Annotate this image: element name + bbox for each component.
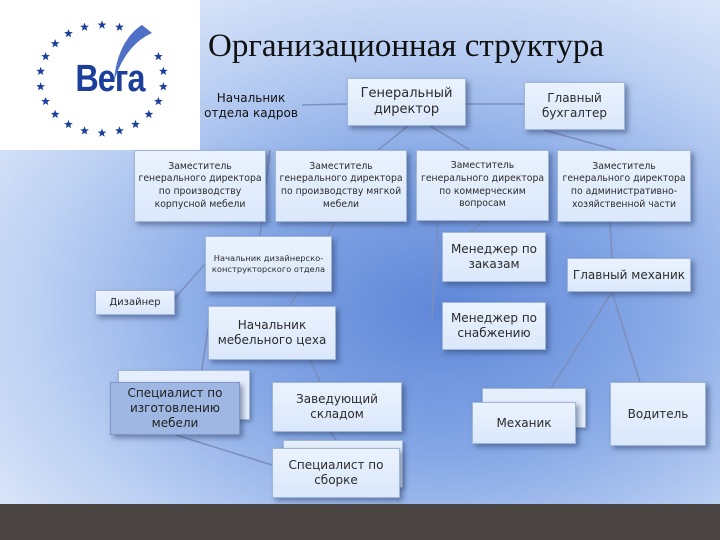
- box-deputy-cabinet-label: Заместитель генерального директора по пр…: [138, 160, 262, 210]
- logo-star-icon: [158, 66, 168, 76]
- box-mechanic-label: Механик: [496, 415, 552, 430]
- box-mechanic: Механик: [472, 402, 576, 444]
- box-supply-manager-label: Менеджер по снабжению: [450, 311, 538, 340]
- box-order-manager-label: Менеджер по заказам: [450, 242, 538, 271]
- logo-star-icon: [50, 109, 60, 119]
- box-furniture-specialist: Специалист по изготовлению мебели: [110, 382, 240, 435]
- box-deputy-commercial-label: Заместитель генерального директора по ко…: [420, 160, 545, 210]
- box-chief-accountant: Главный бухгалтер: [524, 82, 625, 130]
- logo-star-icon: [50, 39, 60, 48]
- box-hr-head-label: Начальник отдела кадров: [204, 91, 298, 120]
- box-hr-head: Начальник отдела кадров: [200, 86, 302, 126]
- logo-star-icon: [131, 119, 140, 129]
- logo-star-icon: [115, 22, 124, 31]
- logo-star-icon: [97, 128, 107, 137]
- logo-star-icon: [36, 66, 46, 76]
- logo-star-icon: [41, 51, 50, 61]
- box-chief-mechanic: Главный механик: [567, 258, 691, 292]
- page-title: Организационная структура: [208, 28, 604, 64]
- box-chief-mechanic-label: Главный механик: [572, 267, 686, 282]
- logo-star-icon: [80, 22, 89, 31]
- box-driver-label: Водитель: [627, 406, 689, 421]
- logo-star-icon: [154, 51, 163, 61]
- logo-star-icon: [97, 20, 107, 29]
- box-deputy-admin: Заместитель генерального директора по ад…: [557, 150, 691, 222]
- box-designer: Дизайнер: [95, 290, 175, 315]
- logo-star-icon: [144, 109, 154, 119]
- box-deputy-soft: Заместитель генерального директора по пр…: [275, 150, 407, 222]
- logo-star-icon: [64, 119, 73, 129]
- box-ceo-label: Генеральный директор: [360, 86, 453, 117]
- logo-area: Вега: [0, 0, 200, 150]
- box-deputy-soft-label: Заместитель генерального директора по пр…: [279, 160, 403, 210]
- logo-star-icon: [64, 28, 73, 38]
- logo-star-icon: [80, 126, 89, 135]
- box-deputy-admin-label: Заместитель генерального директора по ад…: [562, 160, 686, 210]
- logo-star-icon: [41, 96, 50, 106]
- box-deputy-commercial: Заместитель генерального директора по ко…: [416, 150, 549, 221]
- logo-star-icon: [115, 126, 124, 135]
- logo-star-ring: [36, 20, 168, 137]
- box-furniture-specialist-label: Специалист по изготовлению мебели: [127, 386, 223, 430]
- box-driver: Водитель: [610, 382, 706, 446]
- box-assembly-specialist-label: Специалист по сборке: [288, 458, 384, 487]
- logo-star-icon: [154, 96, 163, 106]
- box-order-manager: Менеджер по заказам: [442, 232, 546, 282]
- box-workshop-head-label: Начальник мебельного цеха: [217, 318, 327, 347]
- box-deputy-cabinet: Заместитель генерального директора по пр…: [134, 150, 266, 222]
- bottom-bar: [0, 504, 720, 540]
- box-workshop-head: Начальник мебельного цеха: [208, 306, 336, 360]
- box-warehouse-head: Заведующий складом: [272, 382, 402, 432]
- box-design-head-label: Начальник дизайнерско-конструкторского о…: [211, 253, 326, 274]
- logo-star-icon: [36, 82, 46, 91]
- logo-text: Вега: [75, 58, 145, 100]
- box-assembly-specialist: Специалист по сборке: [272, 448, 400, 498]
- box-ceo: Генеральный директор: [347, 78, 466, 126]
- box-supply-manager: Менеджер по снабжению: [442, 302, 546, 350]
- logo-star-icon: [158, 82, 168, 91]
- box-design-head: Начальник дизайнерско-конструкторского о…: [205, 236, 332, 292]
- box-chief-accountant-label: Главный бухгалтер: [542, 91, 607, 120]
- box-warehouse-head-label: Заведующий складом: [296, 392, 378, 421]
- box-designer-label: Дизайнер: [109, 297, 161, 308]
